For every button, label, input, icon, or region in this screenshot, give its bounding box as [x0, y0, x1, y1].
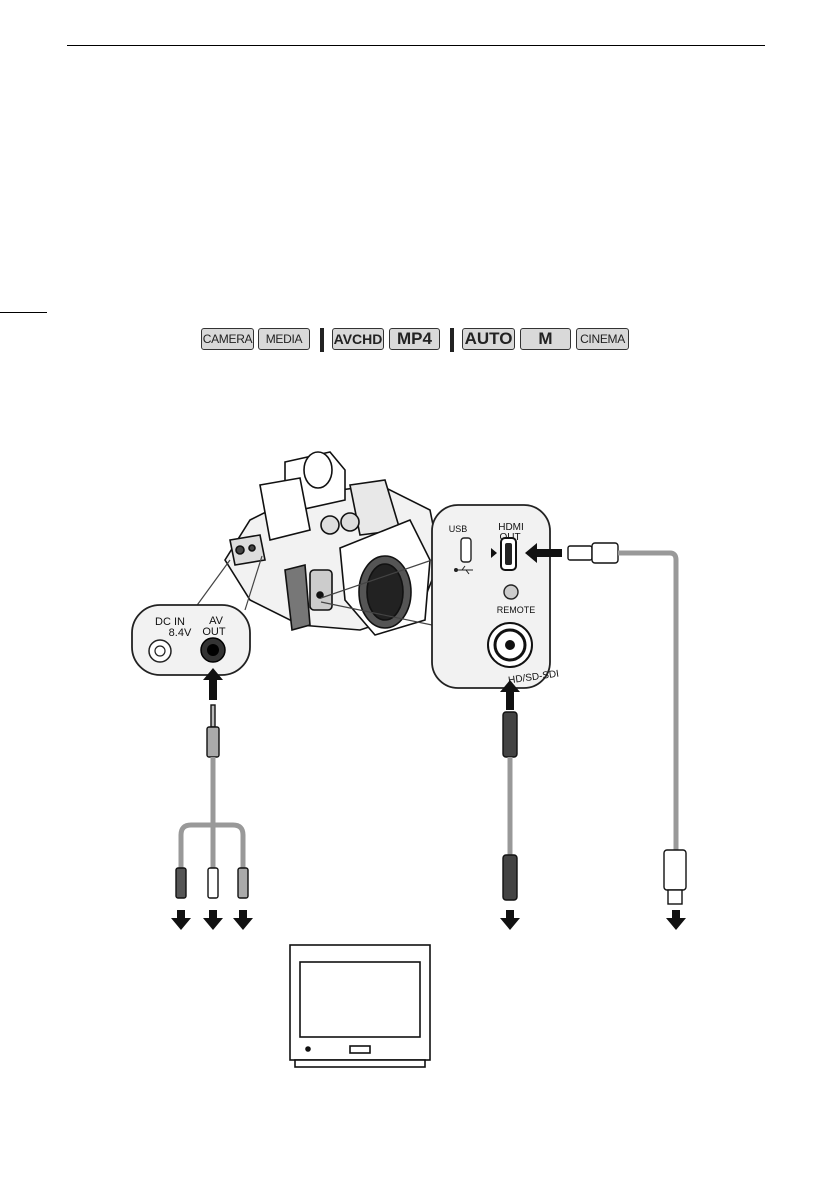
hdmi-cable	[568, 543, 686, 904]
monitor-illustration	[290, 945, 430, 1067]
usb-port-icon	[461, 538, 471, 562]
av-out-label: OUT	[202, 626, 226, 638]
camcorder-illustration	[225, 452, 440, 635]
remote-jack-icon	[504, 585, 518, 599]
dc-voltage-label: 8.4V	[169, 627, 192, 639]
usb-label: USB	[449, 524, 468, 534]
av-cable	[176, 705, 248, 898]
remote-label: REMOTE	[497, 605, 536, 615]
sdi-cable	[503, 712, 517, 900]
down-arrow-icon	[171, 910, 686, 930]
